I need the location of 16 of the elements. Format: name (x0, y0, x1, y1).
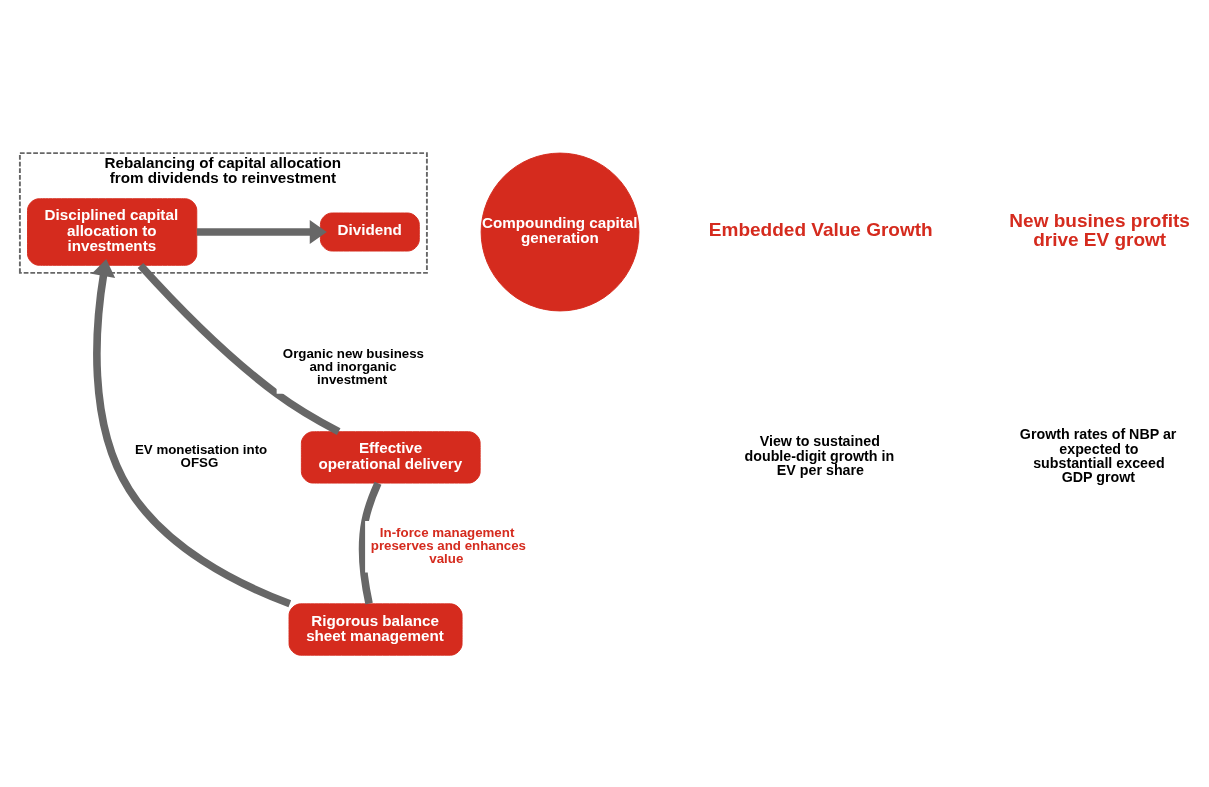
node-box: Disciplined capital allocation to investments (27, 198, 198, 266)
arrow (196, 220, 327, 244)
node-circle: Compounding capital generation (480, 152, 640, 312)
label: Embedded Value Growth (708, 218, 933, 240)
edge-label: In-force management preserves and enhances value (370, 524, 527, 567)
connector (358, 481, 382, 605)
node-box: Rigorous balance sheet management (288, 603, 463, 656)
label: Growth rates of NBP ar expected to substantiall exceed GDP growt (1019, 426, 1177, 486)
node-box: Effective operational delivery (300, 431, 481, 484)
connector (137, 262, 341, 435)
edge-label: EV monetisation into OFSG (134, 441, 268, 471)
label: View to sustained double-digit growth in EV per share (744, 433, 895, 478)
label: New busines profits drive EV growt (1009, 210, 1190, 251)
node-box: Dividend (319, 212, 420, 252)
edge-label: Organic new business and inorganic investment (282, 345, 424, 388)
arrow (91, 259, 292, 608)
